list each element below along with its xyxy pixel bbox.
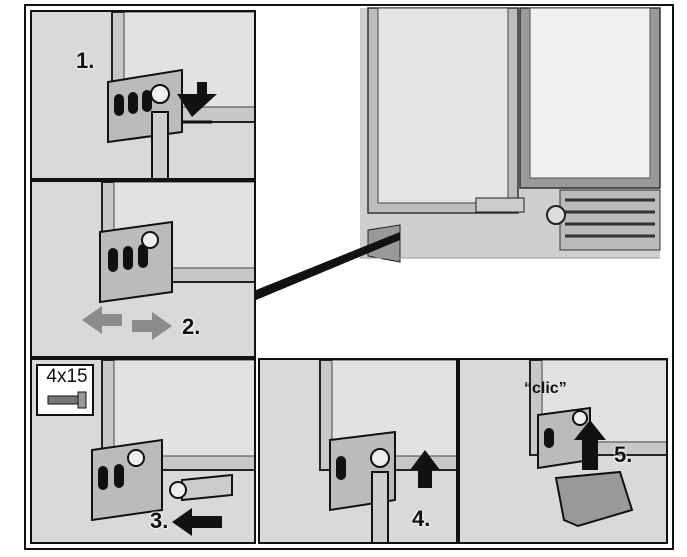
step-number-1: 1. xyxy=(76,48,95,73)
panel-step-1: 1. xyxy=(30,10,256,180)
step-number-3: 3. xyxy=(150,508,169,533)
arrow-left-icon xyxy=(82,306,122,334)
arrow-up-icon xyxy=(574,420,606,470)
hinge-press-illustration xyxy=(107,12,254,178)
hinge-cover-part xyxy=(554,470,634,528)
outer-frame xyxy=(24,4,674,550)
step-number-5: 5. xyxy=(614,442,633,467)
click-sound-label: “clic” xyxy=(524,380,567,397)
panel-step-4: 4. xyxy=(258,358,458,544)
cover-clip-illustration xyxy=(529,360,666,528)
step-number-4: 4. xyxy=(412,506,431,531)
hinge-raise-illustration xyxy=(319,360,456,542)
panel-step-5: “clic” 5. xyxy=(458,358,668,544)
screw-icon xyxy=(47,391,87,409)
arrow-right-icon xyxy=(132,312,172,340)
screw-size-tag: 4x15 xyxy=(36,364,94,416)
panel-step-2: 2. xyxy=(30,180,256,358)
hinge-align-illustration xyxy=(82,182,254,340)
arrow-up-icon xyxy=(410,450,440,488)
screw-size-label: 4x15 xyxy=(46,366,88,387)
screw-fasten-illustration xyxy=(91,360,254,536)
step-number-2: 2. xyxy=(182,314,201,339)
arrow-left-icon xyxy=(172,508,222,536)
panel-step-3: 4x15 3. xyxy=(30,358,256,544)
